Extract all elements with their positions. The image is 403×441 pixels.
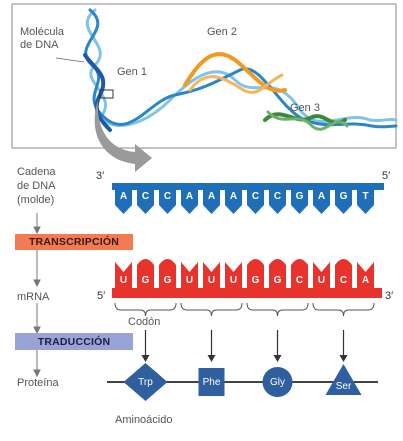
dna-base-tab (225, 188, 242, 214)
dna-base-letter: A (119, 191, 128, 202)
dna-base-letter: C (273, 191, 282, 202)
dna-end-left: 3′ (96, 170, 105, 182)
codon-arrow-head (339, 355, 348, 362)
dna-double-helix (83, 8, 398, 132)
dna-base-tab (247, 188, 264, 214)
dna-base-tab (313, 188, 330, 214)
amino-acid-name: Gly (270, 376, 285, 388)
mrna-end-left: 5′ (97, 290, 106, 302)
mrna-base-tab (291, 259, 308, 289)
codon-arrow-head (207, 355, 216, 362)
mrna-base-letter: U (119, 274, 128, 286)
amino-acid-circle (262, 367, 293, 397)
gene2-segment (183, 52, 287, 93)
mrna-base-tab (335, 259, 352, 289)
mrna-base-tab (181, 262, 198, 289)
dna-backbone (112, 183, 384, 190)
mrna-base-tab (159, 259, 176, 289)
mrna-base-tab (357, 262, 374, 289)
gene3-label: Gen 3 (290, 102, 320, 114)
mrna-base-letter: A (361, 274, 370, 286)
dna-template-strand (112, 183, 384, 214)
dna-base-tab (357, 188, 374, 214)
flow-arrows (33, 213, 41, 378)
dna-base-tab (115, 188, 132, 214)
dna-end-right: 5′ (382, 170, 391, 182)
dna-base-letter: C (163, 191, 172, 202)
dna-base-tab (181, 188, 198, 214)
dna-base-letter: C (141, 191, 150, 202)
amino-acid-name: Phe (202, 376, 221, 388)
template-label-line2: de DNA (17, 180, 56, 192)
mrna-base-letter: U (229, 274, 238, 286)
dna-base-letter: A (229, 191, 238, 202)
mrna-base-tab (137, 259, 154, 289)
amino-acid-name: Trp (138, 376, 153, 388)
gene1-label: Gen 1 (117, 66, 147, 78)
dna-base-letter: A (185, 191, 194, 202)
codon-arrow-head (141, 355, 150, 362)
codon-arrow-head (273, 355, 282, 362)
template-label-line3: (molde) (17, 194, 55, 206)
mrna-end-right: 3′ (385, 290, 394, 302)
mrna-base-letter: C (295, 274, 304, 286)
zoom-arrow (94, 100, 152, 172)
mrna-base-tab (269, 259, 286, 289)
codon-label: Codón (128, 316, 161, 328)
dna-base-tab (159, 188, 176, 214)
dna-base-letter: G (295, 191, 304, 202)
mrna-base-letter: G (141, 274, 150, 286)
amino-acid-name: Ser (335, 380, 352, 392)
codon-bracket (180, 302, 243, 317)
dna-base-tab (291, 188, 308, 214)
protein-chain (123, 363, 362, 401)
dna-base-letter: A (317, 191, 326, 202)
transcription-box: TRANSCRIPCIÓN (15, 234, 133, 250)
mrna-backbone (112, 288, 382, 298)
mrna-base-tab (203, 262, 220, 289)
amino-acid-label: Aminoácido (115, 414, 173, 426)
dna-base-letter: C (251, 191, 260, 202)
gene2-label: Gen 2 (207, 26, 237, 38)
mrna-base-tab (313, 262, 330, 289)
template-label-line1: Cadena (17, 166, 56, 178)
codon-bracket (246, 302, 309, 317)
mrna-base-tab (115, 262, 132, 289)
mrna-label: mRNA (17, 291, 50, 303)
codon-brackets (114, 302, 375, 317)
mrna-base-tab (225, 262, 242, 289)
mrna-base-letter: G (251, 274, 260, 286)
mrna-base-letter: U (185, 274, 194, 286)
mrna-base-tab (247, 259, 264, 289)
dna-base-tab (203, 188, 220, 214)
codon-bracket (114, 302, 177, 317)
codon-arrows (141, 330, 348, 362)
dna-base-letter: G (339, 191, 348, 202)
dna-base-tab (137, 188, 154, 214)
dna-base-letter: A (207, 191, 216, 202)
molecule-leader-line (55, 57, 85, 63)
codon-bracket (312, 302, 375, 317)
translation-box: TRADUCCIÓN (15, 333, 133, 350)
mrna-strand (112, 259, 382, 298)
dna-base-tab (269, 188, 286, 214)
gene1-highlight-box (99, 89, 114, 99)
amino-acid-square (198, 368, 225, 396)
molecule-label-line2: de DNA (20, 39, 59, 51)
mrna-base-letter: U (207, 274, 216, 286)
mrna-base-letter: G (163, 274, 172, 286)
amino-acid-diamond (123, 363, 168, 401)
molecule-label-line1: Molécula (20, 26, 65, 38)
dna-base-letter: T (362, 191, 369, 202)
mrna-base-letter: G (273, 274, 282, 286)
dna-molecule-panel (11, 3, 397, 149)
mrna-base-letter: U (317, 274, 326, 286)
dna-base-tab (335, 188, 352, 214)
protein-label: Proteína (17, 377, 59, 389)
amino-acid-triangle (325, 364, 362, 395)
mrna-base-letter: C (339, 274, 348, 286)
